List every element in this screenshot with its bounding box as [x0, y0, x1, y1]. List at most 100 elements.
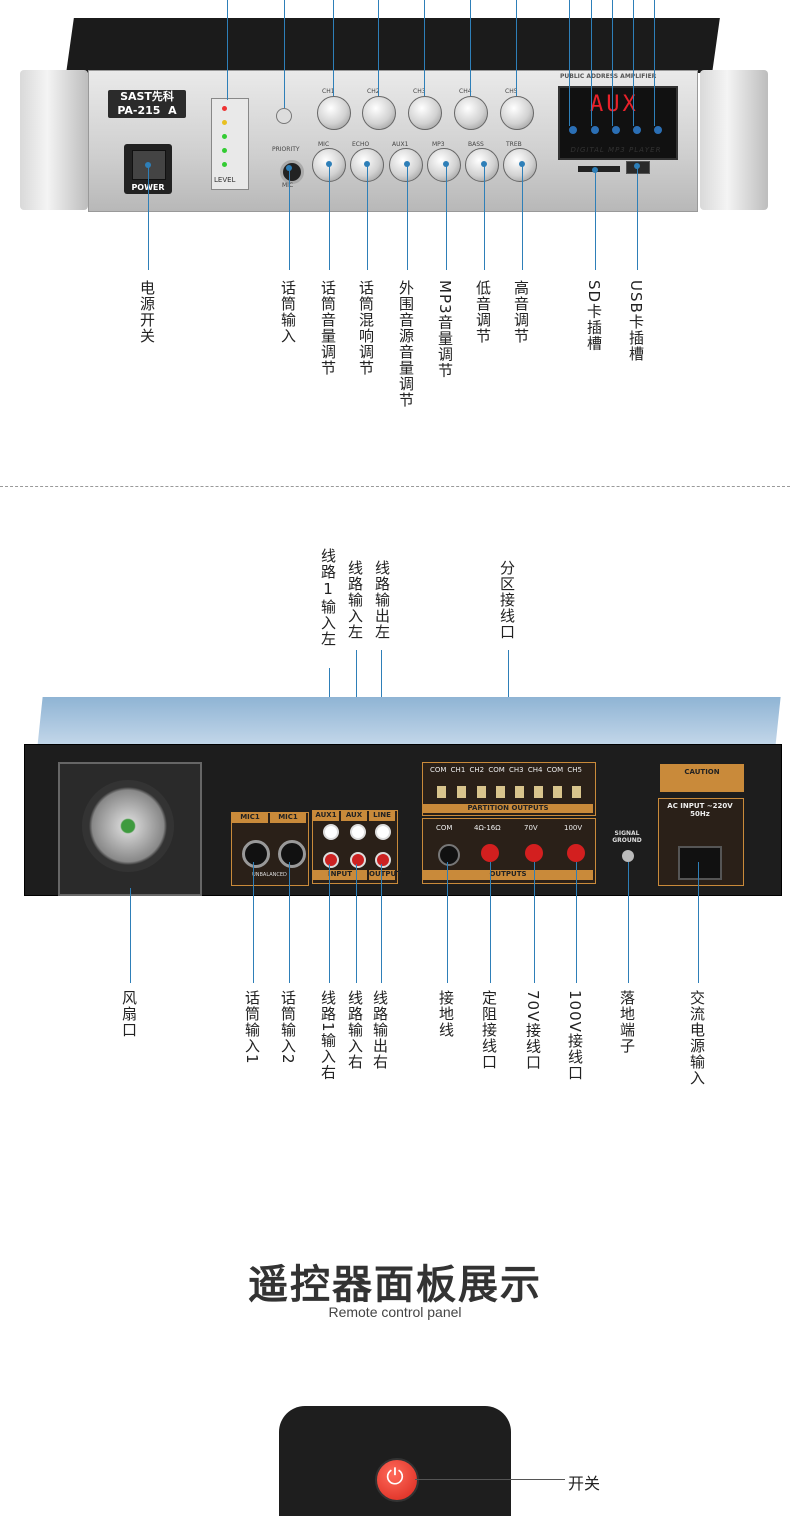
- sd-card-slot[interactable]: [578, 166, 620, 172]
- ground-terminal[interactable]: [622, 850, 634, 862]
- ch3-knob[interactable]: [408, 96, 442, 130]
- signal-ground-label: SIGNAL GROUND: [612, 830, 642, 844]
- callout-mic-input-2: 话筒输入2: [279, 990, 297, 1065]
- level-led: [222, 134, 227, 139]
- partition-terminal[interactable]: [457, 786, 466, 798]
- callout-line: [415, 1479, 565, 1480]
- line-in-right-jack[interactable]: [350, 852, 366, 868]
- callout-line: [698, 862, 699, 983]
- com-terminal[interactable]: [438, 844, 460, 866]
- callout-line: [284, 0, 285, 108]
- aux-tag: AUX: [341, 811, 367, 821]
- display-readout: AUX: [590, 92, 639, 117]
- callout-line: [595, 170, 596, 270]
- v70-terminal[interactable]: [525, 844, 543, 862]
- callout-bass: 低音调节: [474, 280, 492, 344]
- callout-line-out-left: 线路输出左: [373, 560, 391, 640]
- ohm-label: 4Ω-16Ω: [474, 824, 501, 832]
- callout-line1-in-left: 线路1输入左: [319, 548, 337, 647]
- rack-ear-left: [20, 70, 88, 210]
- callout-mic-input: 话筒输入: [279, 280, 297, 344]
- brand-text: SAST先科: [120, 90, 174, 103]
- partition-terminal[interactable]: [437, 786, 446, 798]
- callout-ac-input: 交流电源输入: [688, 990, 706, 1086]
- line1-in-left-jack[interactable]: [323, 824, 339, 840]
- mp3-next-button[interactable]: [612, 126, 620, 134]
- callout-line: [381, 864, 382, 983]
- callout-line: [612, 0, 613, 126]
- remote-power-button[interactable]: [375, 1458, 419, 1502]
- callout-line: [628, 862, 629, 983]
- ch2-knob[interactable]: [362, 96, 396, 130]
- mic-input-1-jack[interactable]: [242, 840, 270, 868]
- mp3-repeat-button[interactable]: [633, 126, 641, 134]
- partition-terminal[interactable]: [496, 786, 505, 798]
- ch5-label: CH5: [505, 88, 518, 95]
- ch4-knob[interactable]: [454, 96, 488, 130]
- partition-terminal[interactable]: [515, 786, 524, 798]
- partition-terminal[interactable]: [572, 786, 581, 798]
- mp3-play-button[interactable]: [591, 126, 599, 134]
- ac-power-socket[interactable]: [678, 846, 722, 880]
- callout-line: [289, 862, 290, 983]
- treble-knob[interactable]: [503, 148, 537, 182]
- callout-mic-volume: 话筒音量调节: [319, 280, 337, 376]
- callout-line: [534, 862, 535, 983]
- callout-line-in-right: 线路输入右: [346, 990, 364, 1070]
- line-in-left-jack[interactable]: [350, 824, 366, 840]
- callout-100v: 100V接线口: [566, 990, 584, 1081]
- partition-outputs-tag: PARTITION OUTPUTS: [423, 804, 593, 813]
- callout-line: [424, 0, 425, 96]
- pa-amplifier-label: PUBLIC ADDRESS AMPLIFIER: [560, 73, 657, 80]
- partition-terminal[interactable]: [534, 786, 543, 798]
- callout-line: [333, 0, 334, 96]
- mic-knob-label: MIC: [318, 141, 330, 148]
- section-divider: [0, 486, 790, 487]
- mp3-prev-button[interactable]: [569, 126, 577, 134]
- callout-fixed-resistance: 定阻接线口: [480, 990, 498, 1070]
- v100-terminal[interactable]: [567, 844, 585, 862]
- level-led: [222, 120, 227, 125]
- callout-line: [329, 164, 330, 270]
- line-out-left-jack[interactable]: [375, 824, 391, 840]
- callout-line: [253, 862, 254, 983]
- fixed-resistance-terminal[interactable]: [481, 844, 499, 862]
- callout-line-in-left: 线路输入左: [346, 560, 364, 640]
- com-label: COM: [436, 824, 453, 832]
- callout-line1-in-right: 线路1输入右: [319, 990, 337, 1081]
- callout-line: [227, 0, 228, 100]
- callout-line: [654, 0, 655, 126]
- callout-line: [130, 888, 131, 983]
- mp3-knob-label: MP3: [432, 141, 445, 148]
- callout-mp3-volume: MP3音量调节: [436, 280, 454, 379]
- callout-treble: 高音调节: [512, 280, 530, 344]
- treble-knob-label: TREB: [506, 141, 522, 148]
- callout-sd-slot: SD卡插槽: [585, 280, 603, 352]
- callout-line: [522, 164, 523, 270]
- ch5-knob[interactable]: [500, 96, 534, 130]
- line1-in-right-jack[interactable]: [323, 852, 339, 868]
- ch4-label: CH4: [459, 88, 472, 95]
- ac-input-label: AC INPUT ~220V 50Hz: [667, 802, 733, 818]
- ch1-knob[interactable]: [317, 96, 351, 130]
- callout-aux-volume: 外围音源音量调节: [397, 280, 415, 408]
- callout-line-out-right: 线路输出右: [371, 990, 389, 1070]
- callout-line: [378, 0, 379, 96]
- mp3-mode-button[interactable]: [654, 126, 662, 134]
- aux1-knob-label: AUX1: [392, 141, 409, 148]
- callout-70v: 70V接线口: [524, 990, 542, 1071]
- mp3-display: [558, 86, 678, 160]
- callout-ground-terminal: 落地端子: [618, 990, 636, 1054]
- brand-logo: SAST先科 PA-215 A: [108, 90, 186, 118]
- partition-terminal[interactable]: [477, 786, 486, 798]
- cha-selector-button[interactable]: [276, 108, 292, 124]
- echo-knob-label: ECHO: [352, 141, 370, 148]
- v100-label: 100V: [564, 824, 583, 832]
- callout-remote-power: 开关: [568, 1474, 601, 1493]
- callout-line: [289, 168, 290, 270]
- mic-input-2-jack[interactable]: [278, 840, 306, 868]
- mic-input-jack[interactable]: [280, 160, 304, 184]
- callout-line: [490, 862, 491, 983]
- partition-terminal[interactable]: [553, 786, 562, 798]
- line-out-right-jack[interactable]: [375, 852, 391, 868]
